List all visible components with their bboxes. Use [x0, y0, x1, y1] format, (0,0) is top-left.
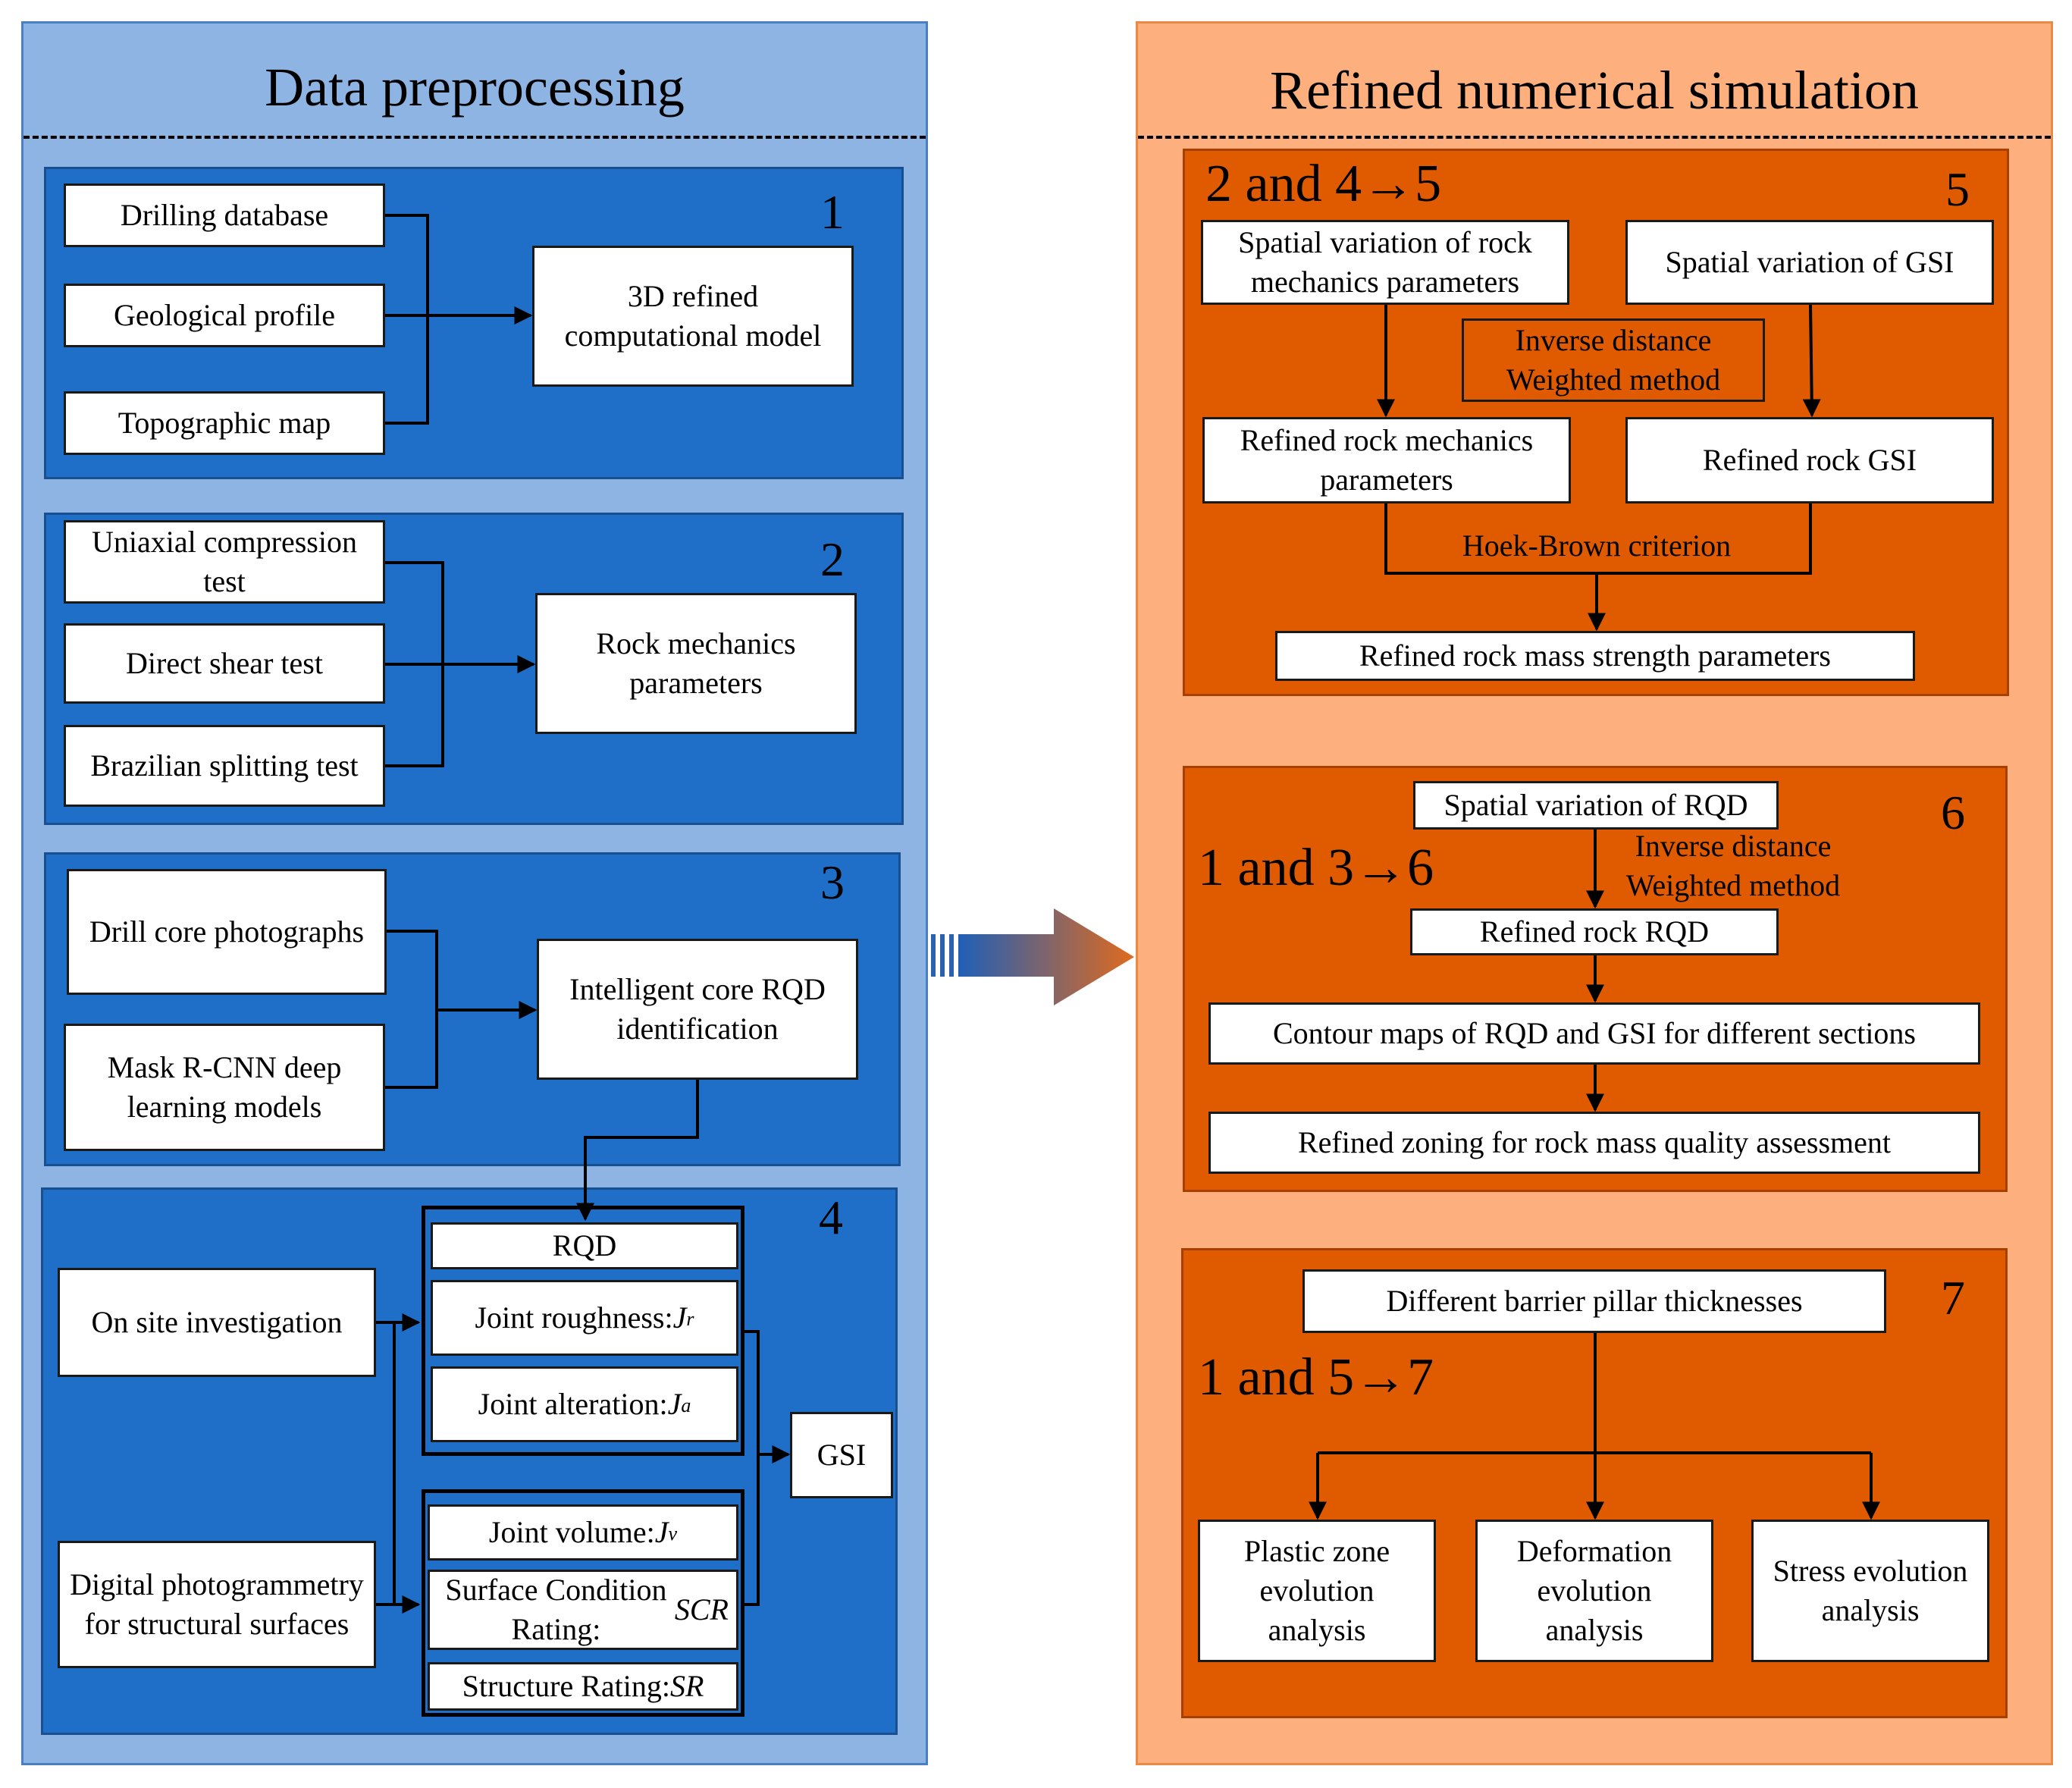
- brazilian-test-box: Brazilian splitting test: [64, 725, 385, 807]
- section-6-flow-label: 1 and 3→6: [1198, 839, 1434, 897]
- joint-alteration-label: Joint alteration:: [478, 1387, 668, 1421]
- joint-volume-label: Joint volume:: [488, 1515, 655, 1549]
- section-5-number: 5: [1945, 162, 1970, 216]
- section-6-number: 6: [1941, 786, 1965, 839]
- refined-zoning-box: Refined zoning for rock mass quality ass…: [1208, 1112, 1980, 1174]
- spatial-rqd-box: Spatial variation of RQD: [1413, 781, 1779, 830]
- digital-photogrammetry-box: Digital photogrammetry for structural su…: [58, 1541, 376, 1668]
- left-title-divider: [24, 136, 926, 139]
- hoek-brown-label: Hoek-Brown criterion: [1462, 529, 1732, 563]
- on-site-investigation-box: On site investigation: [58, 1268, 376, 1377]
- surface-condition-box: Surface Condition Rating:SCR: [428, 1570, 738, 1650]
- section-1-number: 1: [820, 185, 845, 239]
- refined-rock-rqd-box: Refined rock RQD: [1410, 908, 1779, 955]
- sec1-bracket: [385, 214, 429, 425]
- left-panel-title: Data preprocessing: [265, 57, 685, 118]
- mask-rcnn-box: Mask R-CNN deep learning models: [64, 1024, 385, 1151]
- rock-mechanics-box: Rock mechanics parameters: [535, 593, 857, 734]
- refined-rock-params-box: Refined rock mechanics parameters: [1202, 417, 1571, 503]
- joint-alteration-subscript: a: [681, 1394, 691, 1417]
- joint-volume-subscript: v: [668, 1523, 678, 1545]
- sec5-right-arrow: [1802, 304, 1821, 418]
- structure-rating-box: Structure Rating:SR: [428, 1662, 738, 1711]
- right-title-divider: [1138, 136, 2051, 139]
- groups-to-gsi-bracket: [744, 1330, 760, 1606]
- sec3-bracket: [385, 930, 438, 1089]
- structure-rating-label: Structure Rating:: [462, 1669, 670, 1703]
- surface-condition-label: Surface Condition Rating:: [445, 1573, 667, 1646]
- joint-alteration-symbol: J: [667, 1387, 682, 1421]
- uniaxial-test-box: Uniaxial compression test: [64, 520, 385, 604]
- joint-roughness-label: Joint roughness:: [475, 1300, 673, 1335]
- section-7-flow-label: 1 and 5→7: [1198, 1348, 1434, 1407]
- 3d-model-box: 3D refined computational model: [532, 246, 854, 387]
- surface-condition-symbol: SCR: [674, 1592, 729, 1626]
- topographic-map-box: Topographic map: [64, 391, 385, 455]
- section-6-method-label: Inverse distance Weighted method: [1625, 829, 1841, 902]
- joint-roughness-symbol: J: [672, 1300, 687, 1335]
- contour-maps-box: Contour maps of RQD and GSI for differen…: [1208, 1002, 1980, 1065]
- joint-volume-symbol: J: [654, 1515, 669, 1549]
- section-5-flow-label: 2 and 4→5: [1205, 155, 1442, 213]
- rqd-box: RQD: [431, 1222, 738, 1269]
- section-2-number: 2: [820, 532, 845, 586]
- stress-box: Stress evolution analysis: [1751, 1520, 1989, 1662]
- joint-volume-group: [422, 1489, 744, 1717]
- rock-mass-strength-box: Refined rock mass strength parameters: [1275, 631, 1915, 681]
- spatial-rock-params-box: Spatial variation of rock mechanics para…: [1201, 220, 1569, 305]
- joint-roughness-subscript: r: [686, 1308, 694, 1331]
- hoek-brown-bracket: [1384, 503, 1812, 575]
- section-7-number: 7: [1941, 1271, 1965, 1325]
- plastic-zone-box: Plastic zone evolution analysis: [1198, 1520, 1436, 1662]
- geological-profile-box: Geological profile: [64, 284, 385, 347]
- barrier-pillar-box: Different barrier pillar thicknesses: [1302, 1269, 1886, 1333]
- direct-shear-box: Direct shear test: [64, 623, 385, 704]
- intelligent-core-box: Intelligent core RQD identification: [537, 939, 858, 1080]
- drill-core-photos-box: Drill core photographs: [67, 869, 387, 995]
- section-4-number: 4: [819, 1190, 843, 1244]
- section-5-method-label: Inverse distance Weighted method: [1462, 318, 1765, 402]
- drilling-database-box: Drilling database: [64, 184, 385, 247]
- right-panel-title: Refined numerical simulation: [1270, 60, 1919, 121]
- spatial-gsi-box: Spatial variation of GSI: [1625, 220, 1994, 305]
- refined-rock-gsi-box: Refined rock GSI: [1625, 417, 1994, 503]
- sec3-to-rqd-arrow: [576, 1080, 699, 1222]
- gsi-box: GSI: [790, 1412, 893, 1498]
- structure-rating-symbol: SR: [669, 1669, 704, 1703]
- transition-arrow: [931, 908, 1134, 1005]
- deformation-box: Deformation evolution analysis: [1475, 1520, 1713, 1662]
- section-3-number: 3: [820, 855, 845, 909]
